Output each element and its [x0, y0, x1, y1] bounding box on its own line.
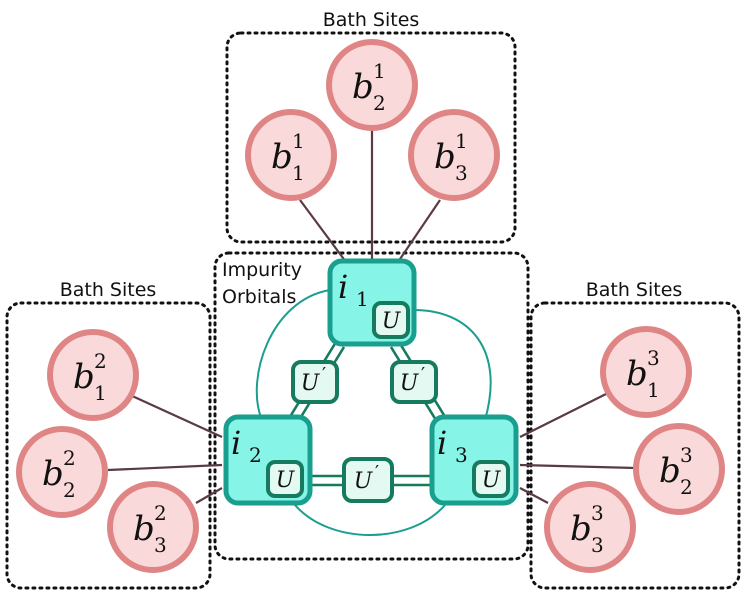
bath-site-b1-2: b 2 1 [47, 329, 139, 421]
svg-text:b: b [271, 137, 293, 177]
svg-text:1: 1 [647, 378, 660, 402]
svg-text:U: U [276, 468, 296, 493]
hopping-arcs [255, 289, 492, 536]
svg-text:i: i [231, 424, 241, 462]
hyb-line-b1-3 [519, 392, 609, 438]
hyb-line-b3-3 [519, 487, 549, 504]
svg-text:1: 1 [292, 161, 305, 185]
svg-text:3: 3 [591, 501, 604, 525]
svg-text:2: 2 [680, 475, 693, 499]
impurity-label-line2: Orbitals [222, 286, 296, 308]
top-bath-label: Bath Sites [323, 9, 420, 31]
onsite-u-badge-1 [372, 301, 410, 339]
onsite-u-badge-2 [266, 460, 304, 498]
svg-text:2: 2 [63, 478, 76, 502]
svg-text:′: ′ [322, 364, 326, 385]
interorbital-badge-1-3: U ′ [390, 360, 438, 404]
svg-text:b: b [73, 357, 95, 397]
svg-text:b: b [570, 509, 592, 549]
bath-site-b1-3: b 3 1 [600, 326, 692, 418]
bath-site-b2-3: b 3 2 [633, 423, 725, 515]
hyb-line-b3-1 [397, 199, 441, 263]
svg-text:2: 2 [63, 446, 76, 470]
svg-text:1: 1 [455, 129, 468, 153]
left-bath-group-box [5, 301, 212, 590]
interorbital-badge-2-3: U ′ [342, 457, 394, 503]
svg-text:U: U [354, 469, 374, 494]
svg-text:′: ′ [421, 364, 425, 385]
svg-text:1: 1 [292, 129, 305, 153]
hopping-arc-1-3 [413, 309, 492, 421]
svg-text:3: 3 [455, 161, 468, 185]
interorbital-badge-1-2: U ′ [291, 360, 339, 404]
impurity-label-line1: Impurity [222, 259, 302, 281]
bath-site-b2-2: b 2 2 [16, 426, 108, 518]
hopping-arc-2-3 [294, 504, 446, 536]
svg-text:i: i [437, 424, 447, 462]
hopping-arc-1-2 [255, 289, 331, 421]
svg-text:2: 2 [154, 501, 167, 525]
hyb-line-b2-2 [107, 463, 223, 472]
impurity-orbital-2: i 2 U [223, 414, 313, 506]
hyb-line-b3-2 [195, 487, 223, 504]
svg-text:U: U [382, 309, 402, 334]
svg-text:i: i [338, 268, 348, 306]
svg-text:3: 3 [647, 346, 660, 370]
svg-text:b: b [659, 451, 681, 491]
svg-text:1: 1 [356, 287, 369, 311]
left-bath-label: Bath Sites [60, 279, 157, 301]
bath-site-b1-1: b 1 1 [245, 109, 337, 201]
impurity-orbital-3: i 3 U [429, 414, 519, 506]
svg-text:3: 3 [455, 443, 468, 467]
svg-text:3: 3 [680, 443, 693, 467]
svg-text:3: 3 [591, 533, 604, 557]
bath-site-b3-2: b 2 3 [107, 481, 199, 573]
right-bath-group-box [529, 301, 741, 590]
svg-text:U: U [400, 371, 420, 396]
svg-text:U: U [301, 371, 321, 396]
hyb-line-b2-3 [519, 463, 637, 470]
hyb-line-b1-2 [129, 393, 223, 439]
svg-text:U: U [482, 468, 502, 493]
hyb-line-b1-1 [299, 199, 347, 263]
svg-text:′: ′ [375, 462, 379, 483]
right-bath-label: Bath Sites [586, 279, 683, 301]
svg-text:b: b [434, 137, 456, 177]
hybridization-lines [107, 126, 637, 504]
impurity-orbital-1: i 1 U [327, 258, 417, 347]
bath-site-b3-3: b 3 3 [544, 481, 636, 573]
svg-text:b: b [42, 454, 64, 494]
svg-text:2: 2 [94, 349, 107, 373]
onsite-u-badge-3 [472, 460, 510, 498]
svg-text:b: b [352, 67, 374, 107]
svg-text:1: 1 [373, 59, 386, 83]
svg-text:b: b [133, 509, 155, 549]
svg-text:2: 2 [373, 91, 386, 115]
svg-text:3: 3 [154, 533, 167, 557]
svg-text:b: b [626, 354, 648, 394]
bath-site-b2-1: b 1 2 [326, 39, 418, 131]
svg-text:1: 1 [94, 381, 107, 405]
bath-site-b3-1: b 1 3 [408, 109, 500, 201]
svg-text:2: 2 [249, 443, 262, 467]
